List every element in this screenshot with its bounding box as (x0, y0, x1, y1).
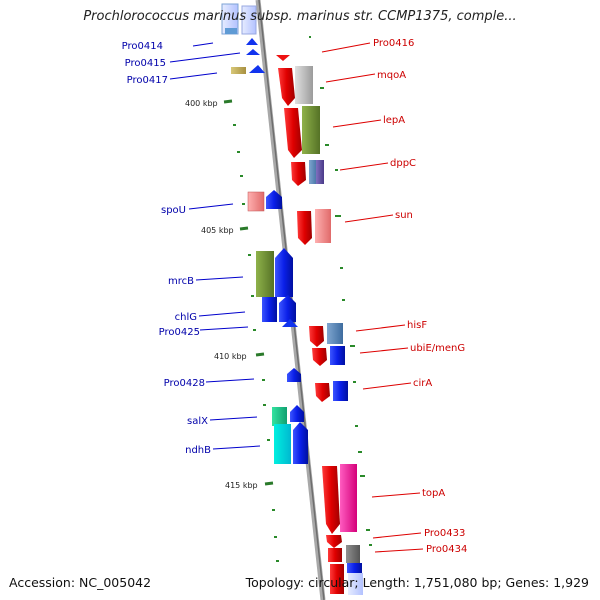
feature-mqoa-gray (295, 66, 313, 104)
genome-summary-text: Topology: circular; Length: 1,751,080 bp… (245, 575, 589, 590)
accession-text: Accession: NC_005042 (9, 575, 152, 590)
feature-pro0415 (246, 49, 260, 55)
gene-label-lepa: lepA (383, 115, 405, 126)
left-leader-lines (169, 42, 261, 450)
feature-pro0433 (326, 535, 342, 548)
minor-tick-marks (233, 36, 372, 562)
feature-pro0434-red (328, 548, 342, 562)
gene-label-ndhb: ndhB (185, 445, 211, 456)
feature-mrcb-olive (256, 251, 274, 297)
feature-hisf (309, 326, 324, 347)
map-title: Prochlorococcus marinus subsp. marinus s… (83, 9, 517, 24)
tick-label-415: 415 kbp (225, 481, 258, 490)
gene-label-pro0434: Pro0434 (426, 544, 467, 555)
feature-sun (297, 211, 312, 245)
feature-salx (272, 407, 287, 426)
gene-label-topa: topA (422, 488, 445, 499)
gene-label-hisf: hisF (407, 320, 427, 331)
feature-ubie (312, 348, 327, 366)
feature-pro0428 (287, 368, 301, 382)
feature-dppc (291, 162, 306, 186)
gene-label-spou: spoU (161, 205, 186, 216)
feature-top-lightblue-2 (241, 5, 257, 35)
feature-dppc-steel (309, 160, 318, 184)
feature-pro0416 (276, 55, 290, 61)
gene-label-cira: cirA (413, 378, 432, 389)
feature-bottom-lightblue (348, 573, 363, 595)
right-leader-lines (321, 42, 424, 553)
feature-pro0417 (231, 67, 246, 74)
tick-label-400: 400 kbp (185, 99, 218, 108)
gene-label-pro0414: Pro0414 (122, 41, 163, 52)
gene-label-mrcb: mrcB (168, 276, 194, 287)
feature-spou (247, 191, 265, 212)
feature-bottom-red (330, 564, 344, 594)
right-gene-labels: Pro0416 mqoA lepA dppC sun hisF ubiE/men… (373, 38, 467, 555)
left-features (221, 3, 308, 464)
feature-pro0425 (282, 319, 298, 327)
gene-label-pro0416: Pro0416 (373, 38, 414, 49)
feature-chlg-arrow (279, 295, 296, 322)
gene-label-pro0425: Pro0425 (159, 327, 200, 338)
feature-sun-pink (315, 209, 331, 243)
gene-label-pro0433: Pro0433 (424, 528, 465, 539)
right-features (276, 55, 363, 595)
gene-label-pro0415: Pro0415 (125, 58, 166, 69)
feature-lepa-olive (302, 106, 320, 154)
kbp-ticks (223, 99, 274, 486)
gene-label-salx: salX (187, 416, 208, 427)
feature-bottom-blue (347, 563, 362, 573)
feature-ubie-blue (330, 346, 345, 365)
feature-topa (322, 466, 340, 534)
feature-chlg (262, 297, 277, 322)
gene-label-dppc: dppC (390, 158, 416, 169)
feature-pro0417-arrow (249, 65, 265, 73)
feature-pro0434-gray (346, 545, 360, 563)
feature-mqoa (278, 68, 295, 106)
feature-salx-arrow (290, 405, 304, 422)
feature-dppc-purple (316, 160, 324, 184)
feature-ndhb (274, 424, 291, 464)
feature-hisf-steel (327, 323, 343, 344)
feature-cira-blue (333, 381, 348, 401)
gene-label-ubie-meng: ubiE/menG (410, 343, 465, 354)
feature-ndhb-arrow (293, 422, 308, 464)
gene-label-mqoa: mqoA (377, 70, 406, 81)
left-gene-labels: Pro0414 Pro0415 Pro0417 spoU mrcB chlG P… (122, 41, 211, 456)
feature-pro0414 (246, 38, 258, 45)
feature-topa-magenta (340, 464, 357, 532)
feature-cira (315, 383, 330, 402)
gene-label-chlg: chlG (175, 312, 197, 323)
gene-label-pro0417: Pro0417 (127, 75, 168, 86)
gene-label-pro0428: Pro0428 (164, 378, 205, 389)
tick-label-405: 405 kbp (201, 226, 234, 235)
tick-label-410: 410 kbp (214, 352, 247, 361)
feature-spou-arrow (266, 190, 282, 209)
feature-lepa (284, 108, 302, 158)
feature-mrcb (275, 248, 293, 297)
gene-label-sun: sun (395, 210, 413, 221)
